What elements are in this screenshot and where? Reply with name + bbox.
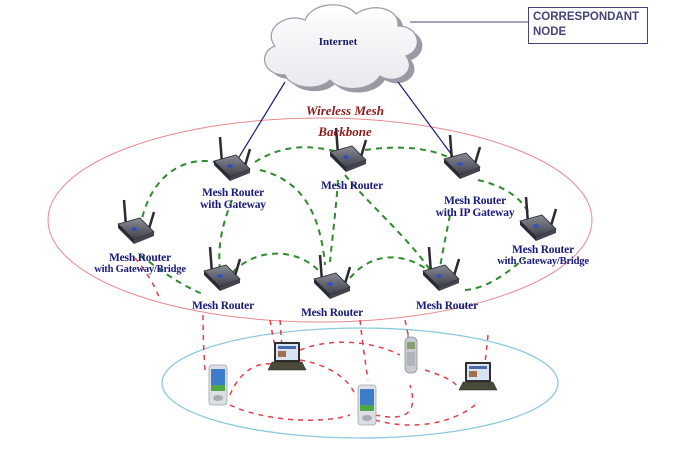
mesh-router-icon	[422, 246, 461, 291]
router-label-line1: Mesh Router	[444, 195, 506, 207]
uplinks	[235, 81, 458, 163]
mesh-router-icon	[117, 199, 156, 244]
router-label-line2: with Gateway/Bridge	[94, 264, 186, 275]
backbone-links	[139, 146, 531, 296]
laptop-icon	[267, 342, 307, 371]
cellphone-icon	[404, 333, 418, 374]
router-label-bottom-left: Mesh Router	[192, 300, 254, 312]
mesh-router-icon	[519, 196, 558, 241]
router-label-line2: with Gateway/Bridge	[497, 256, 589, 267]
router-label-with-ip-gateway: Mesh Router with IP Gateway	[436, 195, 515, 219]
backbone-title-line1: Wireless Mesh	[306, 103, 384, 118]
router-label-line1: Mesh Router	[108, 252, 171, 264]
router-label-gateway-bridge-right: Mesh Router with Gateway/Bridge	[497, 244, 589, 268]
mesh-router-icon	[213, 136, 252, 181]
internet-cloud	[264, 4, 423, 93]
router-label-line2: with Gateway	[200, 199, 266, 211]
router-label-line1: Mesh Router	[192, 300, 254, 312]
router-label-line1: Mesh Router	[321, 180, 383, 192]
router-label-bottom-right: Mesh Router	[416, 300, 478, 312]
router-label-line2: with IP Gateway	[435, 207, 515, 219]
client-network-ellipse	[161, 327, 559, 439]
correspondent-node-line1: CORRESPONDANT	[533, 11, 640, 23]
mesh-router-icon	[443, 134, 482, 179]
internet-label: Internet	[318, 36, 358, 48]
pda-icon	[357, 384, 377, 426]
backbone-title: Wireless Mesh Backbone	[306, 103, 384, 140]
correspondent-node-line2: NODE	[533, 26, 567, 38]
backbone-title-line2: Backbone	[318, 124, 372, 139]
mesh-router-icon	[329, 127, 368, 172]
mesh-router-icon	[313, 254, 352, 299]
backbone-ellipse	[47, 117, 593, 323]
router-label-gateway-bridge-left: Mesh Router with Gateway/Bridge	[94, 252, 186, 276]
router-label-with-gateway: Mesh Router with Gateway	[200, 187, 266, 211]
pda-icon	[208, 364, 228, 406]
router-label-line1: Mesh Router	[511, 244, 574, 256]
mesh-router-icon	[203, 246, 242, 291]
router-label-top-center: Mesh Router	[321, 180, 383, 192]
router-label-bottom-center: Mesh Router	[301, 307, 363, 319]
router-label-line1: Mesh Router	[416, 300, 478, 312]
router-label-line1: Mesh Router	[301, 307, 363, 319]
laptop-icon	[458, 362, 498, 391]
correspondent-node-box: CORRESPONDANT NODE	[528, 7, 648, 44]
router-label-line1: Mesh Router	[201, 187, 264, 199]
